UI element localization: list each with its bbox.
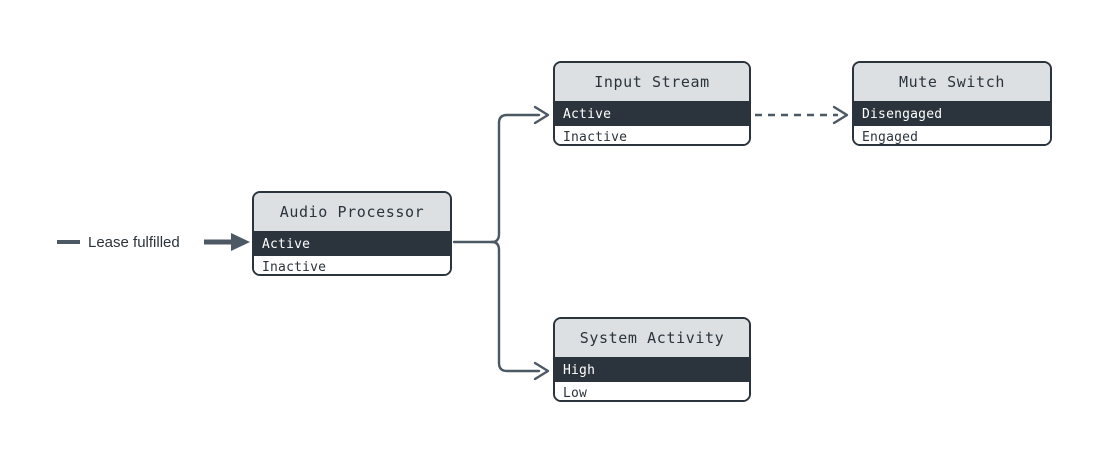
edge-mute-switch-arrow-head xyxy=(832,105,849,125)
edge-system-activity-arrow-head xyxy=(533,361,550,381)
node-mute-switch-title: Mute Switch xyxy=(854,63,1050,103)
node-input-stream-title: Input Stream xyxy=(555,63,749,103)
edge-input-stream-arrow-head xyxy=(533,105,550,125)
node-input-stream[interactable]: Input Stream Active Inactive xyxy=(553,61,751,146)
node-mute-switch-row-disengaged[interactable]: Disengaged xyxy=(854,103,1050,126)
node-input-stream-row-inactive[interactable]: Inactive xyxy=(555,126,749,144)
node-mute-switch-row-engaged[interactable]: Engaged xyxy=(854,126,1050,144)
node-system-activity-title: System Activity xyxy=(555,319,749,359)
node-system-activity-row-low[interactable]: Low xyxy=(555,382,749,400)
edge-audio-processor-to-input-stream xyxy=(490,113,541,244)
node-system-activity[interactable]: System Activity High Low xyxy=(553,317,751,402)
entry-label: Lease fulfilled xyxy=(88,234,180,251)
node-audio-processor-row-active[interactable]: Active xyxy=(254,233,450,256)
entry-arrow-head xyxy=(231,233,250,251)
node-audio-processor-row-inactive[interactable]: Inactive xyxy=(254,256,450,274)
node-audio-processor-title: Audio Processor xyxy=(254,193,450,233)
node-audio-processor[interactable]: Audio Processor Active Inactive xyxy=(252,191,452,276)
node-input-stream-row-active[interactable]: Active xyxy=(555,103,749,126)
edge-audio-processor-to-system-activity xyxy=(490,240,541,373)
node-mute-switch[interactable]: Mute Switch Disengaged Engaged xyxy=(852,61,1052,146)
node-system-activity-row-high[interactable]: High xyxy=(555,359,749,382)
